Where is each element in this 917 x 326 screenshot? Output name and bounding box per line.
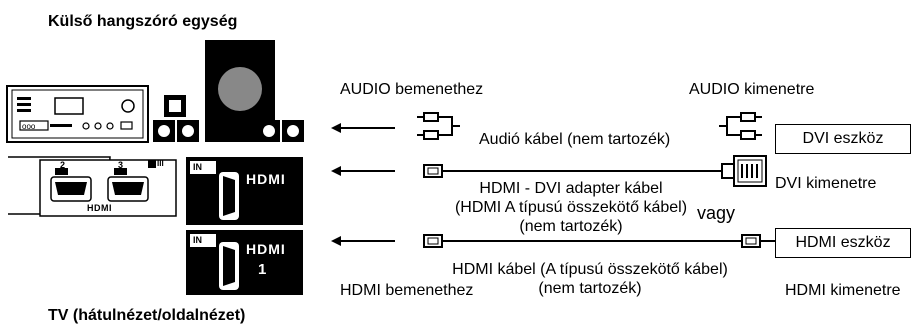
top-panel-hdmi-logo: HDMI xyxy=(246,171,286,187)
audio-cable xyxy=(417,112,762,140)
hdmi-input-label: HDMI bemenethez xyxy=(340,282,474,299)
hdmi-cable xyxy=(423,234,775,248)
dvi-device-label: DVI eszköz xyxy=(802,130,884,147)
dvi-output-label: DVI kimenetre xyxy=(775,175,877,192)
hdmi-device-label: HDMI eszköz xyxy=(795,234,891,251)
audio-input-label: AUDIO bemenethez xyxy=(340,81,484,98)
or-label: vagy xyxy=(697,203,736,223)
hdmi-output-label: HDMI kimenetre xyxy=(785,282,901,299)
bottom-panel-in-label: IN xyxy=(193,235,202,245)
hdmi-dvi-cable xyxy=(423,155,767,187)
bottom-panel-port-number: 1 xyxy=(258,261,267,278)
hdmi-dvi-cable-label-line3: (nem tartozék) xyxy=(519,218,623,235)
hdmi-dvi-cable-label-line2: (HDMI A típusú összekötő kábel) xyxy=(454,199,688,216)
hdmi-dvi-cable-label-line1: HDMI - DVI adapter kábel xyxy=(479,180,663,197)
bottom-panel-hdmi-logo: HDMI xyxy=(246,241,286,257)
svg-text:ooo: ooo xyxy=(22,122,36,131)
signal-arrows xyxy=(331,123,395,246)
side-port-3-number: 3 xyxy=(118,160,124,170)
dvi-device-box: DVI eszköz xyxy=(775,124,911,154)
audio-cable-label: Audió kábel (nem tartozék) xyxy=(479,131,671,148)
tv-hdmi-panel-top xyxy=(186,157,303,225)
hdmi-cable-label-line2: (nem tartozék) xyxy=(538,280,642,297)
tv-title: TV (hátulnézet/oldalnézet) xyxy=(48,307,246,324)
tv-side-panel xyxy=(8,156,177,217)
top-panel-in-label: IN xyxy=(193,162,202,172)
side-mark: III xyxy=(157,159,164,168)
hdmi-cable-label-line1: HDMI kábel (A típusú összekötő kábel) xyxy=(452,261,728,278)
speaker-unit-title: Külső hangszóró egység xyxy=(48,13,238,30)
tv-hdmi-panel-bottom xyxy=(186,230,303,295)
speaker-set-icon xyxy=(153,40,304,142)
side-hdmi-logo: HDMI xyxy=(87,203,112,213)
audio-output-label: AUDIO kimenetre xyxy=(689,81,815,98)
hdmi-device-box: HDMI eszköz xyxy=(775,228,911,258)
av-receiver-icon: ooo xyxy=(6,85,149,143)
side-port-2-number: 2 xyxy=(60,160,66,170)
